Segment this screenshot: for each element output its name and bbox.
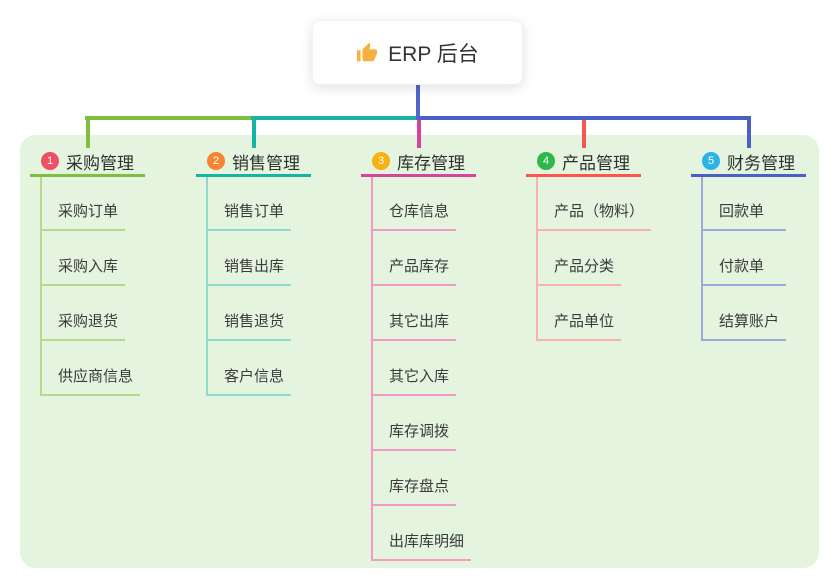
child-node-label: 出库库明细: [389, 533, 465, 550]
branch-3-title[interactable]: 3 库存管理: [361, 148, 476, 177]
branch-1-title[interactable]: 1 采购管理: [30, 148, 145, 177]
branch-2-title[interactable]: 2 销售管理: [196, 148, 311, 177]
branch-3-child-4[interactable]: 其它入库: [371, 368, 457, 396]
branch-3-child-7[interactable]: 出库库明细: [371, 533, 472, 561]
branch-3-child-spine: [371, 177, 373, 561]
connector-drop-line: [417, 116, 421, 148]
child-node-label: 客户信息: [224, 368, 285, 385]
branch-5-child-spine: [701, 177, 703, 341]
child-node-label: 采购入库: [58, 258, 119, 275]
branch-3-child-3[interactable]: 其它出库: [371, 313, 457, 341]
child-node-label: 产品分类: [554, 258, 615, 275]
branch-title-label: 采购管理: [66, 153, 134, 173]
branch-3-child-2[interactable]: 产品库存: [371, 258, 457, 286]
connector-drop-line: [252, 116, 256, 148]
child-node-label: 产品库存: [389, 258, 450, 275]
connector-trunk-middle: [251, 116, 418, 120]
branch-4-title[interactable]: 4 产品管理: [526, 148, 641, 177]
root-node[interactable]: ERP 后台: [312, 20, 523, 85]
branch-1-child-4[interactable]: 供应商信息: [40, 368, 141, 396]
branch-5-number-badge: 5: [702, 152, 720, 170]
child-node-label: 采购订单: [58, 203, 119, 220]
branch-3-child-6[interactable]: 库存盘点: [371, 478, 457, 506]
branch-2-child-3[interactable]: 销售退货: [206, 313, 292, 341]
child-node-label: 销售订单: [224, 203, 285, 220]
child-node-label: 供应商信息: [58, 368, 134, 385]
branch-title-label: 销售管理: [232, 153, 300, 173]
branch-2-child-1[interactable]: 销售订单: [206, 203, 292, 231]
root-connector-line: [416, 83, 420, 120]
branch-5-title[interactable]: 5 财务管理: [691, 148, 806, 177]
child-node-label: 其它出库: [389, 313, 450, 330]
child-node-label: 结算账户: [719, 313, 780, 330]
branch-1-child-3[interactable]: 采购退货: [40, 313, 126, 341]
connector-drop-line: [86, 116, 90, 148]
branch-5-child-1[interactable]: 回款单: [701, 203, 786, 231]
branch-1-child-1[interactable]: 采购订单: [40, 203, 126, 231]
child-node-label: 库存盘点: [389, 478, 450, 495]
branch-2-child-spine: [206, 177, 208, 396]
branch-4-number-badge: 4: [537, 152, 555, 170]
connector-drop-line: [747, 116, 751, 148]
branch-title-label: 库存管理: [397, 153, 465, 173]
branch-3-child-5[interactable]: 库存调拨: [371, 423, 457, 451]
child-node-label: 其它入库: [389, 368, 450, 385]
branch-4-child-spine: [536, 177, 538, 341]
branch-5-child-2[interactable]: 付款单: [701, 258, 786, 286]
thumbs-up-icon: [356, 42, 378, 64]
branch-1-number-badge: 1: [41, 152, 59, 170]
child-node-label: 库存调拨: [389, 423, 450, 440]
branch-2-number-badge: 2: [207, 152, 225, 170]
child-node-label: 产品单位: [554, 313, 615, 330]
branch-title-label: 财务管理: [727, 153, 795, 173]
child-node-label: 产品（物料）: [554, 203, 645, 220]
branch-5-child-3[interactable]: 结算账户: [701, 313, 787, 341]
branch-4-child-3[interactable]: 产品单位: [536, 313, 622, 341]
child-node-label: 回款单: [719, 203, 765, 220]
child-node-label: 付款单: [719, 258, 765, 275]
connector-trunk-left: [85, 116, 253, 120]
branch-2-child-4[interactable]: 客户信息: [206, 368, 292, 396]
branch-3-number-badge: 3: [372, 152, 390, 170]
child-node-label: 采购退货: [58, 313, 119, 330]
branch-4-child-2[interactable]: 产品分类: [536, 258, 622, 286]
branch-2-child-2[interactable]: 销售出库: [206, 258, 292, 286]
child-node-label: 仓库信息: [389, 203, 450, 220]
connector-drop-line: [582, 116, 586, 148]
branch-1-child-2[interactable]: 采购入库: [40, 258, 126, 286]
branch-4-child-1[interactable]: 产品（物料）: [536, 203, 652, 231]
branches-panel: [20, 135, 819, 568]
connector-trunk-right: [416, 116, 750, 120]
root-node-label: ERP 后台: [388, 42, 479, 66]
child-node-label: 销售退货: [224, 313, 285, 330]
branch-title-label: 产品管理: [562, 153, 630, 173]
branch-1-child-spine: [40, 177, 42, 396]
branch-3-child-1[interactable]: 仓库信息: [371, 203, 457, 231]
child-node-label: 销售出库: [224, 258, 285, 275]
